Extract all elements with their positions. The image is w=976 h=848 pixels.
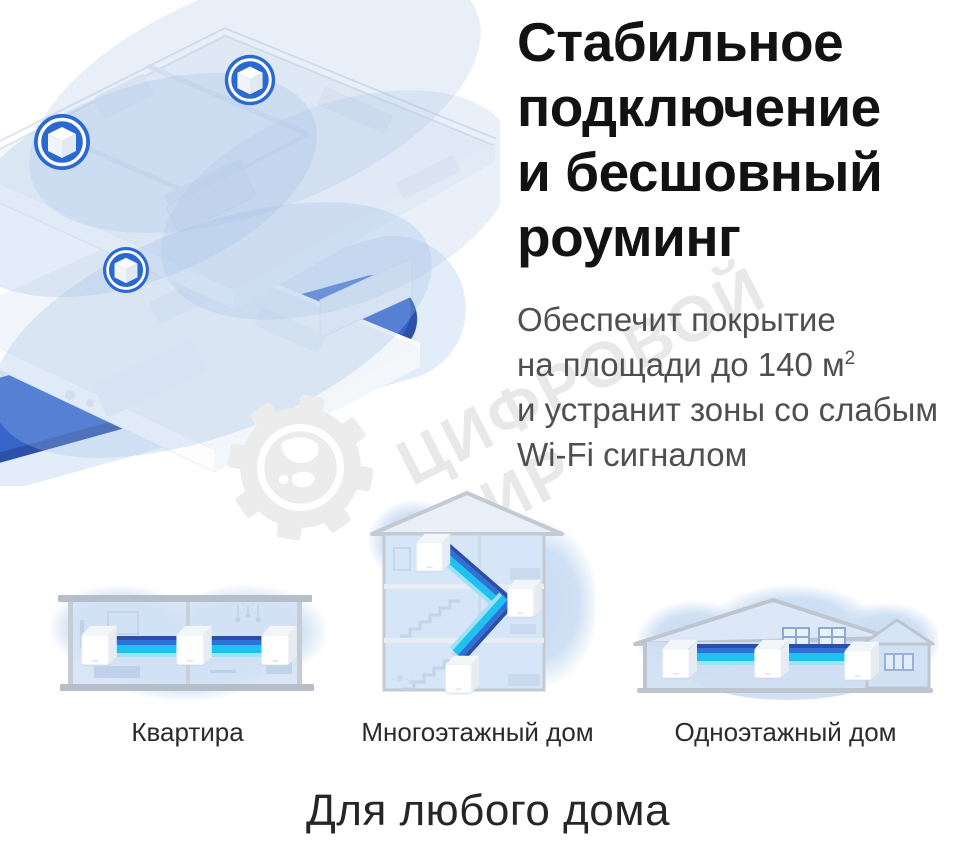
subtitle-line: Wi-Fi сигналом [517,436,748,473]
home-single-story: Одноэтажный дом [633,582,943,748]
mesh-unit-icon [444,655,480,696]
title-line: подключение [517,76,881,138]
page-title: Стабильное подключение и бесшовный роуми… [517,10,972,270]
mesh-unit-icon [506,579,542,620]
upper-floor [0,27,497,311]
subtitle-line: и устранит зоны со слабым [517,391,939,428]
multistory-furniture [393,547,540,686]
mesh-unit-icon [260,625,298,668]
title-line: роуминг [517,206,741,268]
footer-title: Для любого дома [305,786,670,835]
hero-text-block: Стабильное подключение и бесшовный роуми… [517,10,972,477]
home-multistory-label: Многоэтажный дом [361,717,594,747]
home-single-story-label: Одноэтажный дом [674,717,897,747]
single-story-illustration [633,584,943,700]
subtitle-line: Обеспечит покрытие [517,301,836,338]
wifi-badge-icon [32,112,92,172]
subtitle-line: на площади до 140 м [517,346,845,383]
wifi-link-band [449,592,514,661]
wifi-badge-icon [223,53,277,107]
mesh-unit-icon [80,625,118,668]
mesh-unit-icon [661,639,698,681]
multistory-illustration [367,491,600,696]
wifi-badge-icon [101,245,151,295]
mesh-unit-icon [175,625,213,668]
square-meters-sup: 2 [844,348,856,369]
floorplan-illustration [0,0,516,530]
wifi-link-band [433,541,512,613]
windows [782,627,846,647]
mesh-unit-icon [843,641,880,683]
home-apartment: Квартира [48,582,330,748]
mesh-unit-icon [753,639,790,681]
home-multistory: Многоэтажный дом [360,486,600,748]
title-line: и бесшовный [517,141,883,203]
mesh-unit-icon [415,533,451,574]
home-apartment-label: Квартира [131,717,244,747]
subtitle: Обеспечит покрытие на площади до 140 м2 … [517,297,972,477]
apartment-illustration [48,584,330,702]
title-line: Стабильное [517,11,844,73]
